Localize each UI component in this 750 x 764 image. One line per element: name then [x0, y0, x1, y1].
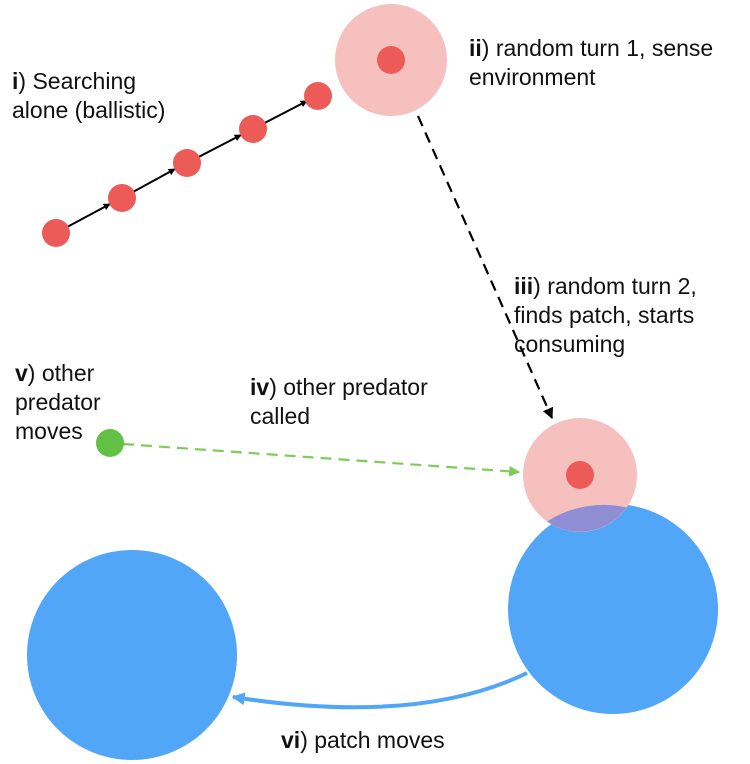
label-iii-numeral: iii	[514, 273, 534, 299]
predator-position-3	[173, 149, 201, 177]
ballistic-trail	[42, 82, 332, 247]
predator-position-4	[239, 115, 267, 143]
label-ii-numeral: ii	[469, 35, 482, 61]
dashed-path-turn	[416, 115, 554, 420]
label-v-numeral: v	[15, 360, 28, 386]
predator-position-1	[42, 219, 70, 247]
label-ii-line-2: environment	[469, 64, 596, 90]
other-predator	[96, 429, 124, 457]
label-patch-moves: vi) patch moves	[281, 727, 445, 753]
predator-turn-2	[566, 461, 594, 489]
label-i-numeral: i	[12, 68, 19, 94]
label-iv-numeral: iv	[250, 374, 270, 400]
label-other-predator-moves: v) other predator moves	[15, 360, 101, 444]
label-random-turn-2: iii) random turn 2, finds patch, starts …	[514, 273, 697, 357]
label-ii-line-1: random turn 1, sense	[495, 35, 714, 61]
label-iii-line-2: finds patch, starts	[514, 302, 695, 328]
dashed-path-call	[122, 442, 521, 477]
label-searching-alone: i) Searching alone (ballistic)	[12, 68, 166, 123]
patch-move-arrow	[231, 671, 528, 710]
patch-current	[508, 504, 718, 714]
label-iii-line-3: consuming	[514, 331, 626, 357]
predator-turn-1	[377, 46, 405, 74]
predator-position-5	[304, 82, 332, 110]
label-vi-numeral: vi	[281, 727, 301, 753]
patch-original	[27, 550, 237, 760]
label-vi-line-1: patch moves	[314, 727, 445, 753]
label-v-line-1: other	[41, 360, 95, 386]
label-other-predator-called: iv) other predator called	[250, 374, 428, 429]
label-iii-line-1: random turn 2,	[547, 273, 697, 299]
halo-patch-overlap	[547, 504, 627, 532]
label-iv-line-1: other predator	[283, 374, 428, 400]
predator-position-2	[108, 184, 136, 212]
label-i-line-2: alone (ballistic)	[12, 97, 166, 123]
label-iv-line-2: called	[250, 403, 311, 429]
label-random-turn-1: ii) random turn 1, sense environment	[469, 35, 714, 90]
label-v-line-3: moves	[15, 418, 83, 444]
label-i-line-1: Searching	[32, 68, 137, 94]
label-v-line-2: predator	[15, 389, 101, 415]
